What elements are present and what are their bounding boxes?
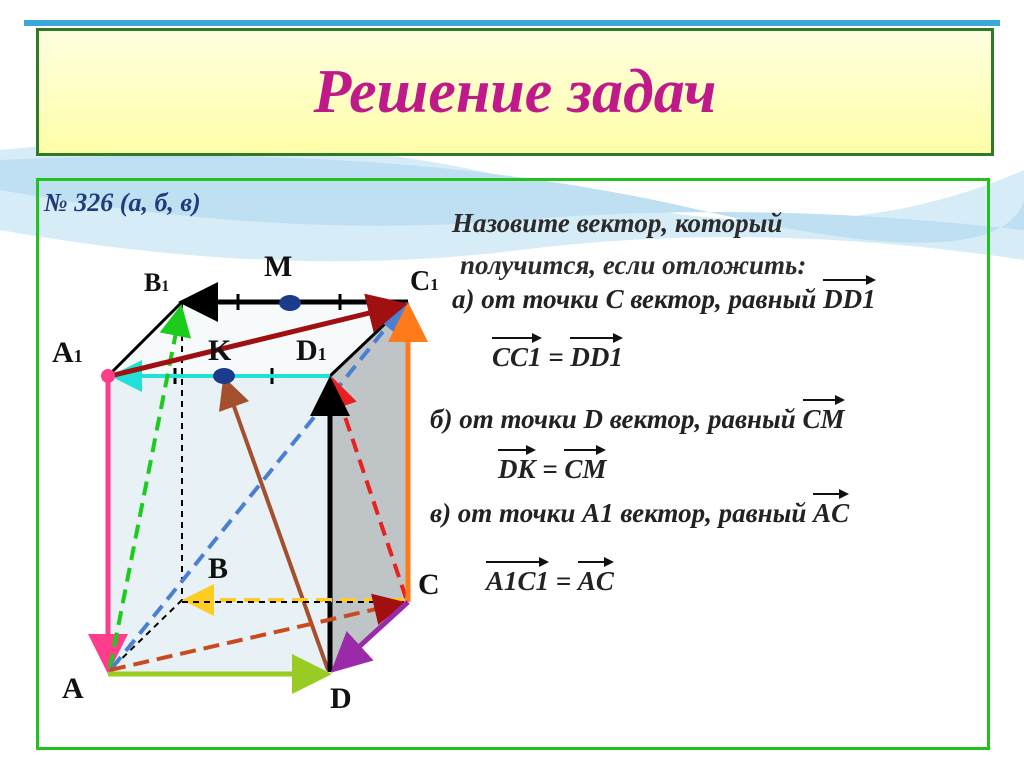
item-a: а) от точки С вектор, равный DD1 [452, 275, 876, 315]
answer-a-left: CC1 [492, 333, 542, 373]
question-line-1: Назовите вектор, который [452, 208, 783, 238]
point-K-dot [213, 368, 235, 384]
point-M-dot [279, 295, 301, 311]
item-c-vector: AC [813, 489, 850, 529]
problem-number: № 326 (а, б, в) [44, 188, 201, 217]
vector-CD [330, 600, 410, 673]
question-line-2: получится, если отложить: [460, 250, 807, 280]
vector-arrow-icon [823, 275, 876, 285]
label-A1: A1 [52, 336, 83, 369]
label-B: B [208, 552, 229, 585]
vector-arrow-icon [486, 557, 550, 567]
answer-c-left: A1C1 [486, 557, 550, 597]
vector-AC [109, 593, 406, 672]
label-K: K [208, 334, 232, 367]
vector-A1C1 [109, 293, 408, 379]
label-D1: D1 [296, 334, 327, 367]
front-face [108, 376, 330, 672]
label-B1: B1 [144, 268, 170, 297]
vector-AC1 [110, 301, 408, 670]
vector-CD1 [326, 376, 408, 599]
answer-a-eq: = [548, 342, 564, 372]
question-block: Назовите вектор, который получится, если… [452, 202, 806, 286]
vector-arrow-icon [498, 445, 536, 455]
label-C1: C1 [410, 266, 439, 297]
item-b-vector: CM [802, 395, 845, 435]
item-a-label: а) от точки С вектор, равный [452, 284, 817, 314]
item-b: б) от точки D вектор, равный CM [430, 395, 845, 435]
answer-b-left: DK [498, 445, 536, 485]
item-c: в) от точки А1 вектор, равный AC [430, 489, 850, 529]
vector-arrow-icon [492, 333, 542, 343]
vector-arrow-icon [577, 557, 614, 567]
title-box: Решение задач [36, 28, 994, 156]
content-frame [36, 178, 990, 750]
item-a-vector: DD1 [823, 275, 876, 315]
vector-arrow-icon [813, 489, 850, 499]
vector-arrow-icon [802, 395, 845, 405]
answer-b: DK = CM [498, 445, 607, 485]
answer-c-eq: = [555, 566, 572, 596]
vector-arrow-icon [564, 445, 607, 455]
answer-a: CC1 = DD1 [492, 333, 623, 373]
slide-title: Решение задач [313, 57, 717, 126]
label-D: D [330, 682, 352, 715]
vector-AB1 [108, 304, 192, 669]
answer-c: A1C1 = AC [486, 557, 614, 597]
answer-a-right: DD1 [570, 333, 623, 373]
point-A1-dot [101, 369, 115, 383]
item-c-label: в) от точки А1 вектор, равный [430, 498, 807, 528]
vector-arrow-icon [570, 333, 623, 343]
label-A: A [62, 672, 84, 705]
answer-b-eq: = [542, 454, 558, 484]
item-b-label: б) от точки D вектор, равный [430, 404, 796, 434]
label-C: C [418, 568, 440, 601]
answer-b-right: CM [564, 445, 607, 485]
label-M: M [264, 250, 293, 283]
answer-c-right: AC [577, 557, 614, 597]
